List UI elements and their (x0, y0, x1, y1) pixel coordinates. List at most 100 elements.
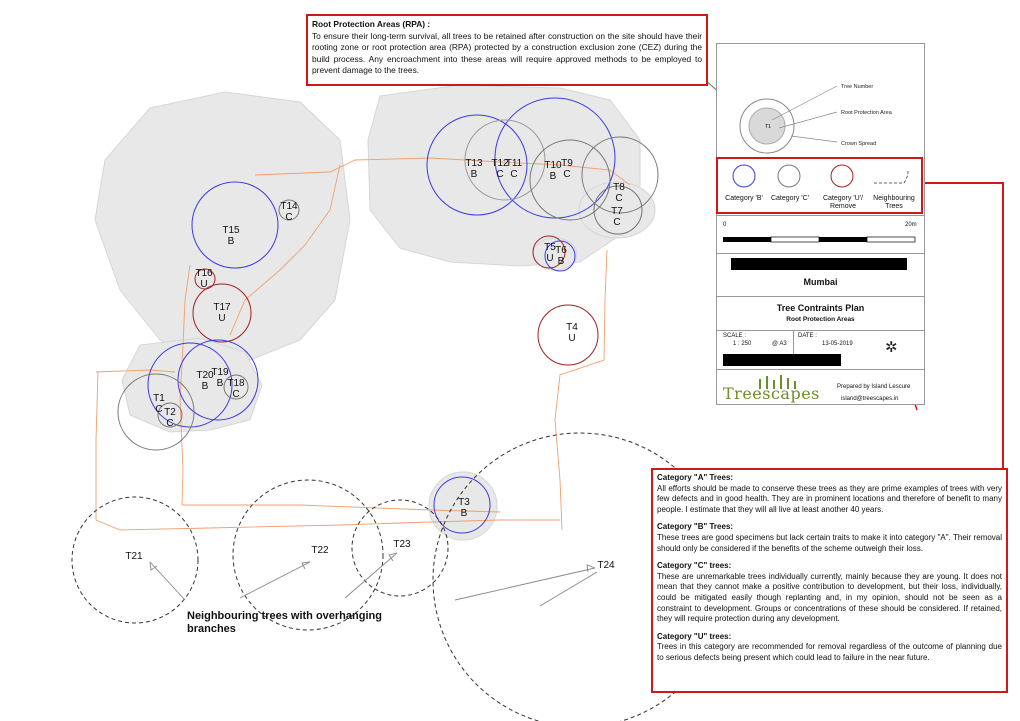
rpa-t12 (464, 119, 546, 201)
rpa-note-body: To ensure their long-term survival, all … (312, 30, 702, 76)
boundary-line-f (554, 249, 608, 531)
rpa-t5 (532, 235, 566, 269)
rpa-t17 (192, 283, 252, 343)
category-u-body: Trees in this category are recommended f… (657, 642, 1002, 662)
legend-symbols (732, 164, 909, 188)
treescapes-logo (759, 375, 796, 389)
boundary-line-e (182, 504, 501, 513)
crown-west-group (94, 91, 351, 361)
legend-cat-b: Category 'B' (725, 195, 763, 202)
rpa-t13 (426, 114, 528, 216)
boundary-line-c (179, 264, 191, 506)
category-a-title: Category "A" Trees: (657, 473, 734, 482)
paper-size: @ A3 (772, 341, 787, 347)
rpa-t18 (223, 374, 249, 400)
key-rpa: Root Protection Area (841, 110, 893, 116)
scale-label: SCALE : (723, 333, 747, 339)
legend-cat-u-symbol (830, 164, 854, 188)
scale-start: 0 (723, 222, 727, 228)
plan-subtitle: Root Protection Areas (786, 316, 855, 323)
rpa-t14 (278, 199, 300, 221)
category-c-title: Category "C" trees: (657, 561, 732, 571)
legend-cat-c-symbol (777, 164, 801, 188)
category-c-body: These are unremarkable trees individuall… (657, 571, 1002, 624)
key-tree-number: Tree Number (841, 84, 873, 90)
rpa-t8 (581, 136, 659, 214)
rpa-t1 (117, 373, 195, 451)
rpa-t15 (191, 181, 279, 269)
red-tick (914, 403, 918, 411)
category-u-title: Category "U" trees: (657, 631, 732, 641)
neighbouring-trees (71, 432, 728, 721)
rpa-t3 (433, 476, 491, 534)
boundary-line-b (229, 164, 341, 336)
category-connector (922, 182, 1004, 468)
redacted-reference (723, 354, 841, 366)
legend-cat-c: Category 'C' (770, 195, 810, 202)
date-label: DATE : (798, 333, 817, 339)
rpa-t20 (147, 342, 233, 428)
rpa-t19 (177, 339, 259, 421)
rpa-t4 (537, 304, 599, 366)
legend-neighbour-symbol (874, 170, 909, 184)
key-crown-spread: Crown Spread (841, 141, 876, 147)
date-value: 13-05-2019 (822, 341, 853, 347)
crown-t3 (428, 471, 498, 541)
prepared-by: Prepared by Island Lescure (837, 384, 911, 390)
scale-end: 20m (905, 222, 917, 228)
legend-box: Category 'B' Category 'C' Category 'U'/ … (716, 157, 923, 214)
neighbour-t23 (351, 499, 449, 597)
category-descriptions: Category "A" Trees: All efforts should b… (651, 468, 1008, 693)
category-a-body: All efforts should be made to conserve t… (657, 483, 1002, 514)
plan-title: Tree Contraints Plan (776, 303, 865, 313)
rpa-t9 (529, 139, 611, 221)
neighbour-t21 (71, 496, 199, 624)
title-block: T1 Tree Number Root Protection Area Crow… (716, 43, 925, 405)
category-b-body: These trees are good specimens but lack … (657, 532, 1002, 553)
boundary-line-d (95, 371, 560, 531)
redacted-client (731, 258, 907, 270)
north-arrow-icon: ✲ (885, 339, 898, 356)
legend-neighbouring: Neighbouring Trees (873, 195, 915, 210)
email: island@treescapes.in (841, 396, 899, 402)
rpa-note-box: Root Protection Areas (RPA) : To ensure … (306, 14, 708, 86)
location: Mumbai (803, 277, 838, 287)
neighbour-label-t24: T24 (597, 560, 615, 571)
scale-value: 1 : 250 (733, 341, 752, 347)
logo-text: Treescapes (723, 384, 820, 403)
crown-sw-group (121, 337, 263, 433)
scale-bar (723, 236, 916, 243)
rpa-t7 (593, 185, 643, 235)
boundary-line-g (95, 369, 176, 373)
neighbour-label-t22: T22 (311, 545, 329, 556)
legend-cat-b-symbol (732, 164, 756, 188)
neighbour-label-t23: T23 (393, 539, 411, 550)
rpa-t2 (157, 402, 183, 428)
category-b-title: Category "B" Trees: (657, 522, 734, 532)
legend-cat-u: Category 'U'/ Remove (822, 195, 864, 210)
key-diagram: T1 Tree Number Root Protection Area Crow… (739, 84, 893, 154)
rpa-circles (117, 97, 659, 534)
rpa-t11 (494, 97, 616, 219)
